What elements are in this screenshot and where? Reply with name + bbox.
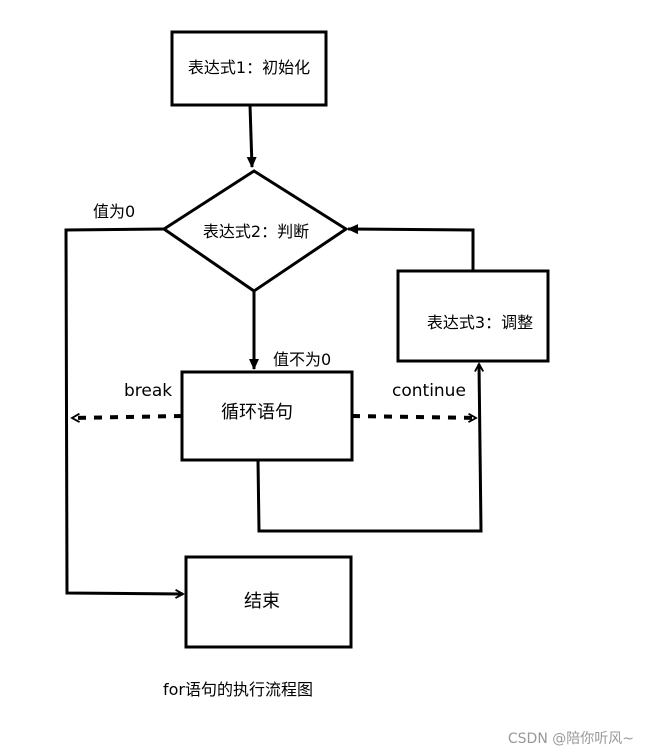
break-label: break: [124, 381, 172, 401]
edge-init-to-judge: [246, 104, 257, 168]
init-label: 表达式1：初始化: [188, 58, 310, 77]
edge-break: [72, 416, 183, 418]
diagram-caption: for语句的执行流程图: [163, 680, 313, 699]
edge-judge-false-to-end: [64, 227, 183, 594]
true-branch-label: 值不为0: [273, 350, 331, 369]
edge-update-to-judge: [347, 224, 475, 271]
false-branch-label: 值为0: [93, 202, 135, 221]
init-box: [170, 30, 328, 107]
end-box: [184, 555, 353, 649]
watermark: CSDN @陪你听风~: [508, 731, 634, 747]
edge-loop-to-update: [256, 364, 481, 533]
edge-continue: [351, 416, 476, 418]
continue-label: continue: [392, 381, 466, 401]
judge-label: 表达式2：判断: [203, 222, 309, 241]
loop-body-label: 循环语句: [221, 402, 293, 423]
end-label: 结束: [244, 591, 280, 612]
update-label: 表达式3：调整: [427, 313, 533, 332]
